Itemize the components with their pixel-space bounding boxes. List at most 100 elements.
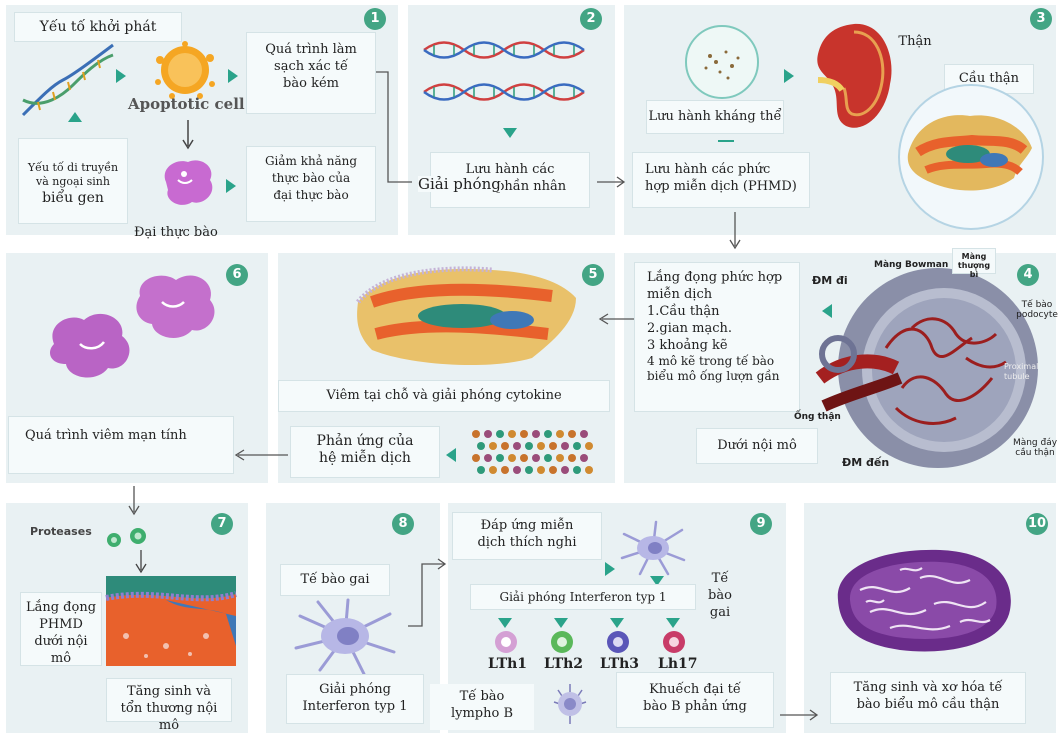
genetic-line-2: và ngoại sinh <box>19 175 127 189</box>
chronic-inflammation-box: Quá trình viêm mạn tính <box>8 416 234 474</box>
step-badge-10: 10 <box>1026 513 1048 535</box>
arrow-down-lth3 <box>610 618 624 628</box>
cytokine-dot <box>549 442 557 450</box>
fibrosis-tissue-icon <box>830 540 1020 660</box>
cytokine-dot <box>472 454 480 462</box>
cytokine-dot <box>561 466 569 474</box>
cytokine-dot <box>568 454 576 462</box>
cytokine-dot <box>580 454 588 462</box>
step-badge-7: 7 <box>211 513 233 535</box>
cytokine-dot <box>585 442 593 450</box>
deposit-item-2: 2.gian mạch. <box>647 320 787 337</box>
genetic-factor-box: Yếu tố di truyền và ngoại sinh biểu gen <box>18 138 128 224</box>
cytokine-dot <box>501 442 509 450</box>
cytokine-dot <box>544 430 552 438</box>
cytokine-dot <box>489 466 497 474</box>
macrophage-label: Đại thực bào <box>134 225 218 241</box>
cytokine-dot <box>472 430 480 438</box>
clearance-box: Quá trình làm sạch xác tế bào kém <box>246 32 376 114</box>
macrophages-pair-icon <box>44 268 244 388</box>
step-badge-2: 2 <box>580 8 602 30</box>
deposit-box: Lắng đọng phức hợp miễn dịch 1.Cầu thận … <box>634 262 800 412</box>
cytokine-dot <box>556 454 564 462</box>
cytokine-dot <box>568 430 576 438</box>
cytokine-dot <box>501 466 509 474</box>
arrow-down-macrophage <box>183 120 193 150</box>
lth3-cell-icon <box>606 630 630 654</box>
cytokine-dot <box>532 454 540 462</box>
inflammation-box: Viêm tại chỗ và giải phóng cytokine <box>278 380 610 412</box>
lth1-label: LTh1 <box>488 656 527 672</box>
trigger-label: Yếu tố khởi phát <box>14 12 182 42</box>
arrow-down-lh17 <box>666 618 680 628</box>
cytokine-dot <box>537 466 545 474</box>
immune-response-box: Phản ứng của hệ miễn dịch <box>290 426 440 478</box>
connector-3-4 <box>729 212 741 252</box>
step-badge-5: 5 <box>582 264 604 286</box>
kidney-label: Thận <box>888 26 942 60</box>
podocyte-label: Tế bào podocyte <box>1016 300 1058 320</box>
tissue-section-icon <box>352 262 582 372</box>
connector-6-7 <box>128 486 140 516</box>
cytokine-dot <box>496 430 504 438</box>
cytokine-dot <box>520 430 528 438</box>
lth2-cell-icon <box>550 630 574 654</box>
genetic-line-1: Yếu tố di truyền <box>19 161 127 175</box>
macrophage-icon <box>158 154 218 210</box>
connector-8-9 <box>408 560 448 630</box>
cytokine-dot <box>585 466 593 474</box>
afferent-artery-label: ĐM đến <box>842 458 889 468</box>
ifn-release-9-box: Giải phóng Interferon typ 1 <box>470 584 696 610</box>
arrow-down-lth1 <box>498 618 512 628</box>
release-label: Giải phóng <box>418 176 501 192</box>
cytokine-dot <box>513 442 521 450</box>
endothelium-tissue-icon <box>106 576 236 666</box>
b-cell-icon <box>548 680 592 728</box>
efferent-artery-label: ĐM đi <box>812 276 848 286</box>
dendritic-cell-icon <box>290 596 400 676</box>
step-badge-9: 9 <box>750 513 772 535</box>
apoptotic-cell-label: Apoptotic cell <box>128 96 245 112</box>
fibrosis-box: Tăng sinh và xơ hóa tế bào biểu mô cầu t… <box>830 672 1026 724</box>
cytokine-dot <box>489 442 497 450</box>
connector-2-3 <box>597 176 627 188</box>
protease-icon <box>104 526 154 550</box>
arrow-to-kidney <box>784 69 794 83</box>
apoptotic-cell-icon <box>150 40 220 100</box>
cytokine-dot <box>525 442 533 450</box>
adaptive-response-box: Đáp ứng miễn dịch thích nghi <box>452 512 602 560</box>
deposit-subendo-box: Lắng đọng PHMD dưới nội mô <box>20 592 102 666</box>
connector-5-6 <box>234 449 290 461</box>
glomerulus-icon <box>896 82 1046 232</box>
cytokine-dot <box>544 454 552 462</box>
basement-label: Màng thượng bì <box>952 248 996 274</box>
cytokine-dot <box>477 442 485 450</box>
gbm-label: Màng đáy cầu thận <box>1012 438 1058 458</box>
dna-helix-icon <box>18 40 118 120</box>
dendritic-cell-9-icon <box>618 520 688 576</box>
lth2-label: LTh2 <box>544 656 583 672</box>
cytokine-dot <box>508 430 516 438</box>
lh17-cell-icon <box>662 630 686 654</box>
deposit-item-4: 4 mô kẽ trong tế bào biểu mô ống lượn gầ… <box>647 354 787 384</box>
cytokine-dot <box>573 442 581 450</box>
cytokine-dot <box>477 466 485 474</box>
antibody-dish-icon <box>682 22 762 102</box>
cytokine-dot <box>537 442 545 450</box>
cytokine-dot <box>549 466 557 474</box>
step-badge-1: 1 <box>364 8 386 30</box>
step-badge-8: 8 <box>392 513 414 535</box>
connector-1-2 <box>376 70 416 190</box>
antibody-box: Lưu hành kháng thể <box>646 100 784 134</box>
genetic-line-3: biểu gen <box>19 189 127 207</box>
arrow-to-immune <box>446 448 456 462</box>
arrow-efferent <box>822 304 832 318</box>
tubule-label: Ống thận <box>794 412 841 422</box>
dna-strands-icon <box>424 40 594 110</box>
cytokine-dot <box>556 430 564 438</box>
cytokine-dot <box>573 466 581 474</box>
arrow-to-clearance <box>228 69 238 83</box>
lymphoB-box: Tế bào lympho B <box>430 684 534 730</box>
bowman-label: Màng Bowman <box>874 260 948 270</box>
kidney-icon <box>804 18 894 138</box>
